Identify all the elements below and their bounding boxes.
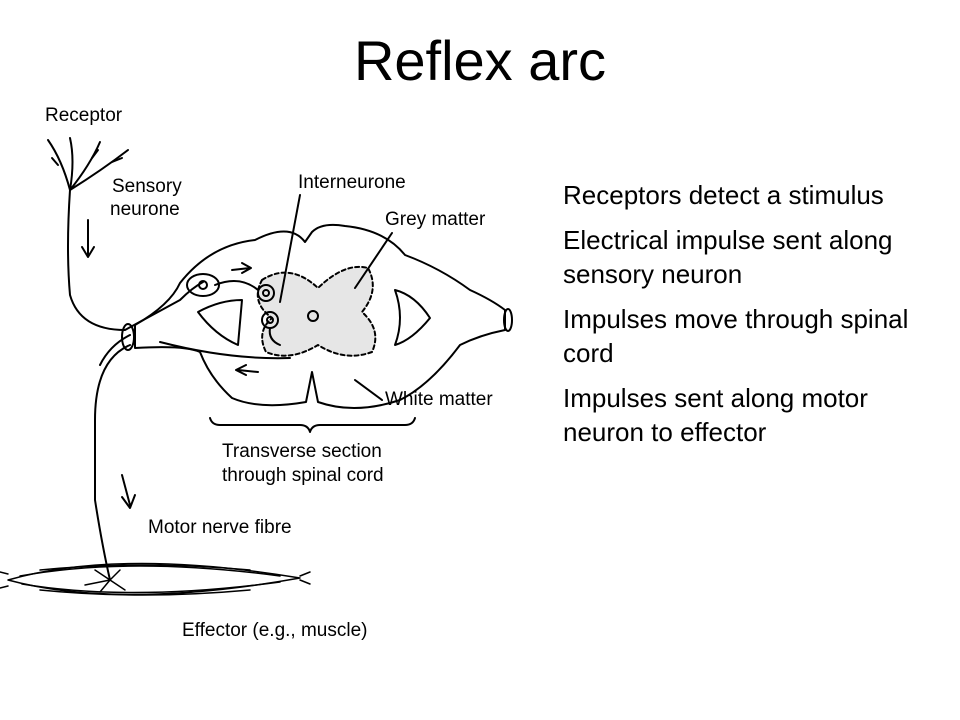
motor-fibre [94, 344, 131, 581]
bullet-item: Impulses sent along motor neuron to effe… [563, 383, 868, 447]
leader-white-matter [354, 379, 383, 401]
bullet-item: Receptors detect a stimulus [563, 180, 884, 210]
interneurone-cells [159, 280, 291, 360]
motor-fibre-2 [99, 334, 131, 366]
label-transverse-2: through spinal cord [222, 465, 384, 486]
bullet-item: Electrical impulse sent along sensory ne… [563, 225, 893, 289]
leader-grey-matter [354, 232, 393, 289]
label-white-matter: White matter [385, 389, 493, 410]
label-effector: Effector (e.g., muscle) [182, 620, 368, 641]
spinal-cord-outline [134, 223, 506, 409]
receptor-endings [47, 137, 129, 191]
effector-muscle [0, 562, 311, 596]
label-motor-nerve-fibre: Motor nerve fibre [148, 517, 292, 538]
bullet-list: Receptors detect a stimulus Electrical i… [563, 178, 953, 460]
reflex-arc-diagram: Receptor Sensory neurone Interneurone Gr… [0, 105, 513, 641]
white-matter-right [394, 289, 431, 346]
label-transverse-1: Transverse section [222, 441, 382, 462]
arrow-top [231, 262, 252, 274]
section-bracket [209, 417, 416, 433]
label-receptor: Receptor [45, 105, 123, 126]
label-grey-matter: Grey matter [385, 209, 486, 230]
slide-title: Reflex arc [353, 29, 607, 92]
white-matter-left [197, 299, 243, 346]
dorsal-root-ganglion [186, 273, 220, 297]
label-interneurone: Interneurone [298, 172, 406, 193]
arrow-bottom [235, 364, 259, 376]
central-canal [307, 310, 319, 322]
label-sensory-neurone-2: neurone [110, 199, 180, 220]
arrow-sensory [81, 219, 95, 258]
leader-interneurone [279, 194, 301, 303]
bullet-item: Impulses move through spinal cord [563, 304, 909, 368]
arrow-motor [121, 474, 136, 509]
label-sensory-neurone-1: Sensory [112, 176, 182, 197]
